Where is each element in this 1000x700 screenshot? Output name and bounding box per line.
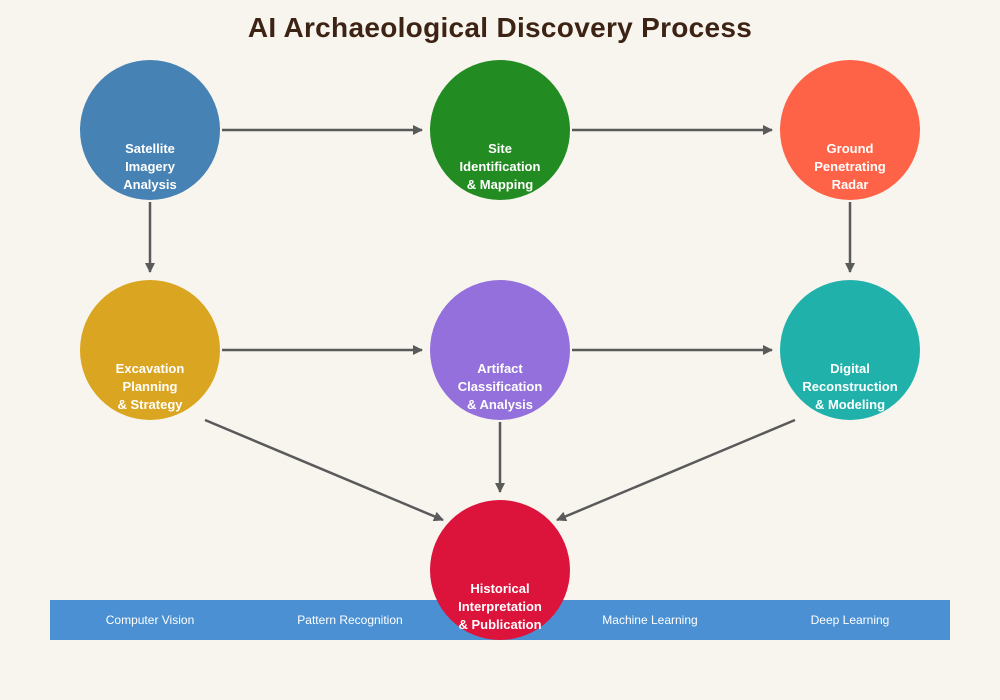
node-satellite-imagery-analysis: Satellite Imagery Analysis	[80, 60, 220, 200]
node-label-site-identification-mapping: Site Identification & Mapping	[459, 141, 541, 192]
node-artifact-classification-analysis: Artifact Classification & Analysis	[430, 280, 570, 420]
node-label-ground-penetrating-radar: Ground Penetrating Radar	[814, 141, 886, 192]
arrow-excavation-to-historical	[204, 418, 444, 522]
footer-label-machine-learning: Machine Learning	[602, 613, 698, 627]
node-site-identification-mapping: Site Identification & Mapping	[430, 60, 570, 200]
node-historical-interpretation-publication: Historical Interpretation & Publication	[430, 500, 570, 640]
footer-label-deep-learning: Deep Learning	[810, 613, 890, 627]
node-digital-reconstruction-modeling: Digital Reconstruction & Modeling	[780, 280, 920, 420]
node-label-artifact-classification-analysis: Artifact Classification & Analysis	[457, 361, 543, 412]
node-label-digital-reconstruction-modeling: Digital Reconstruction & Modeling	[802, 361, 898, 412]
footer-label-computer-vision: Computer Vision	[105, 613, 195, 627]
node-label-historical-interpretation-publication: Historical Interpretation & Publication	[458, 581, 542, 632]
node-label-excavation-planning-strategy: Excavation Planning & Strategy	[115, 361, 185, 412]
node-label-satellite-imagery-analysis: Satellite Imagery Analysis	[123, 141, 177, 192]
arrow-reconstruction-to-historical	[556, 418, 796, 522]
footer-label-pattern-recognition: Pattern Recognition	[297, 613, 403, 627]
diagram-title: AI Archaeological Discovery Process	[247, 12, 753, 43]
node-ground-penetrating-radar: Ground Penetrating Radar	[780, 60, 920, 200]
node-excavation-planning-strategy: Excavation Planning & Strategy	[80, 280, 220, 420]
